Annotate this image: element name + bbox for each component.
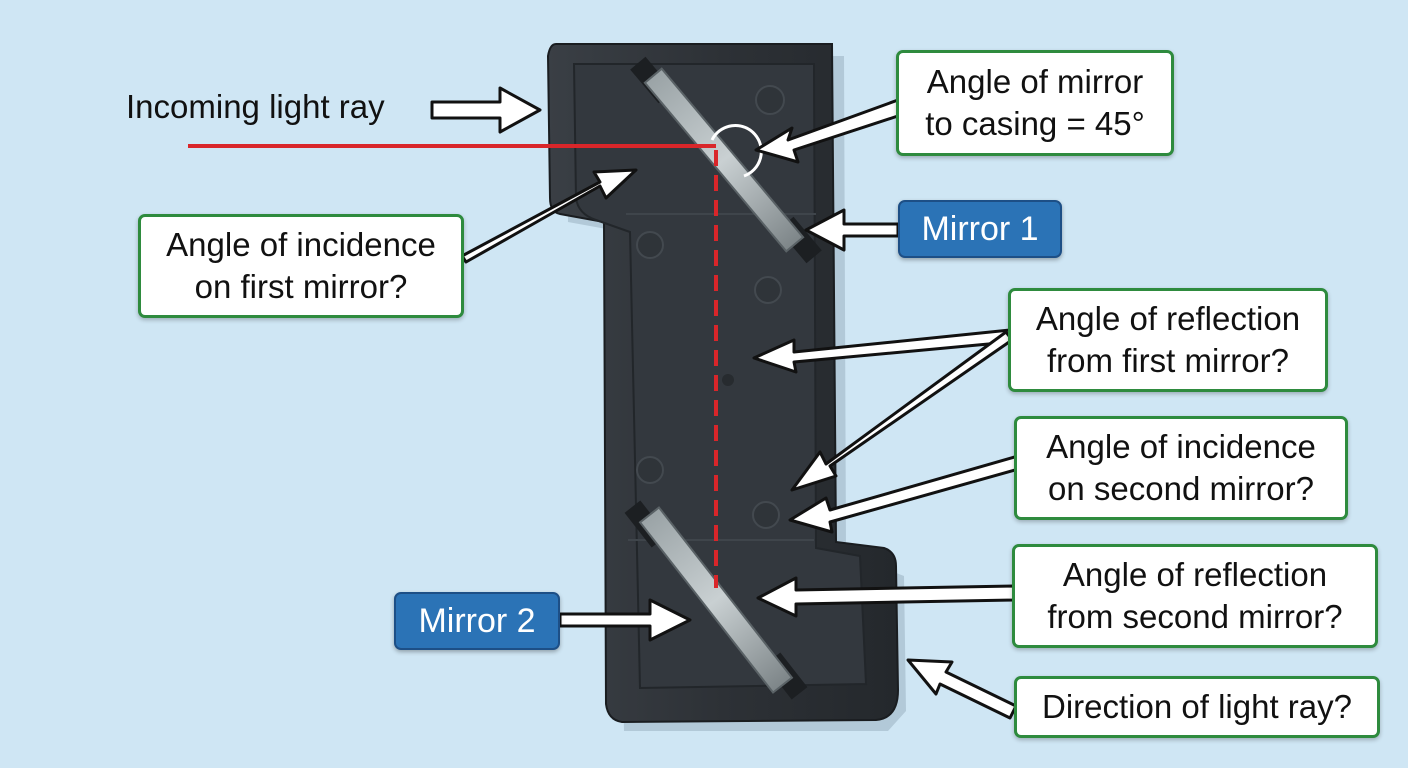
mirror-2-shape	[624, 500, 808, 700]
mirror-2-tag: Mirror 2	[394, 592, 560, 650]
direction-line: Direction of light ray?	[1042, 688, 1352, 725]
reflection-second-line-1: Angle of reflection	[1062, 556, 1328, 593]
direction-callout: Direction of light ray?	[1014, 676, 1380, 738]
direction-arrow	[906, 658, 1018, 720]
incidence-second-line-2: on second mirror?	[1048, 470, 1314, 507]
reflection-second-line-2: from second mirror?	[1047, 598, 1343, 635]
mirror1-arrow	[804, 208, 900, 252]
incidence-second-arrow	[788, 454, 1024, 534]
reflection-first-arrow-b	[790, 330, 1014, 492]
mirror-angle-line-1: Angle of mirror	[926, 63, 1144, 100]
incidence-first-line-2: on first mirror?	[194, 268, 408, 305]
reflection-second-arrow	[756, 576, 1016, 618]
incidence-second-line-1: Angle of incidence	[1046, 428, 1316, 465]
mirror2-arrow	[558, 598, 692, 642]
incidence-first-arrow	[460, 168, 638, 264]
incidence-first-line-1: Angle of incidence	[166, 226, 436, 263]
incidence-first-callout: Angle of incidence on first mirror?	[138, 214, 464, 318]
angle-marker	[710, 124, 763, 178]
incidence-second-callout: Angle of incidence on second mirror?	[1014, 416, 1348, 520]
mirror-angle-callout: Angle of mirror to casing = 45°	[896, 50, 1174, 156]
mirror-angle-line-2: to casing = 45°	[925, 105, 1145, 142]
reflection-first-arrow-a	[752, 328, 1012, 374]
reflection-first-line-2: from first mirror?	[1047, 342, 1289, 379]
mirror-1-shape	[630, 56, 822, 264]
mirror-1-tag: Mirror 1	[898, 200, 1062, 258]
reflection-second-callout: Angle of reflection from second mirror?	[1012, 544, 1378, 648]
mirror-angle-arrow	[754, 98, 906, 164]
incoming-light-ray-label: Incoming light ray	[126, 88, 385, 125]
reflection-first-callout: Angle of reflection from first mirror?	[1008, 288, 1328, 392]
reflection-first-line-1: Angle of reflection	[1035, 300, 1301, 337]
incoming-arrow	[430, 86, 542, 134]
